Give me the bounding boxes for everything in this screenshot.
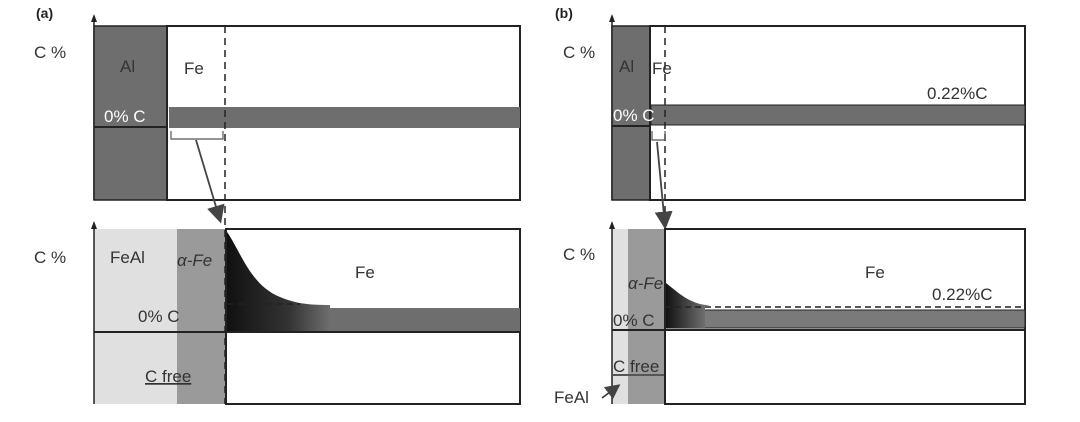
panel-a-tag: (a) <box>36 5 53 21</box>
carbon-label: 0% C <box>104 107 146 126</box>
feal-region <box>612 229 628 404</box>
carbon-band <box>650 104 1026 126</box>
feal-pointer-label: FeAl <box>554 388 589 407</box>
c-free-label: C free <box>613 357 659 376</box>
axis-label: C % <box>34 248 66 267</box>
fe-label: Fe <box>865 263 885 282</box>
axis-label: C % <box>563 43 595 62</box>
axis-arrow-icon <box>91 221 97 229</box>
axis-label: C % <box>34 43 66 62</box>
carbon-band <box>665 309 1026 329</box>
axis-arrow-icon <box>609 14 615 22</box>
panel-b-tag: (b) <box>555 5 573 21</box>
carbon-label: 0% C <box>613 311 655 330</box>
carbon-label: 0% C <box>138 307 180 326</box>
c-free-label: C free <box>145 367 191 386</box>
alpha-fe-label: α-Fe <box>628 274 663 293</box>
axis-label: C % <box>563 245 595 264</box>
feal-label: FeAl <box>110 248 145 267</box>
zoom-arrow <box>654 141 673 230</box>
bracket <box>651 131 666 141</box>
axis-arrow-icon <box>609 221 615 229</box>
panel-a-top: C % Al Fe 0% C <box>34 14 521 224</box>
bracket <box>170 131 224 140</box>
carbon-label: 0% C <box>613 106 655 125</box>
carbon-profile <box>227 232 330 331</box>
al-region <box>611 25 651 201</box>
feal-region <box>94 229 177 404</box>
panel-b-top: C % Al Fe 0.22%C 0% C <box>563 14 1026 230</box>
carbon-profile <box>666 283 710 328</box>
carbon-band <box>169 107 520 128</box>
panel-b-bottom: C % α-Fe Fe 0.22%C 0% C C free FeAl <box>554 221 1026 407</box>
fe-label: Fe <box>652 59 672 78</box>
fe-label: Fe <box>355 263 375 282</box>
panel-b: (b) C % Al Fe 0.22%C 0% C <box>554 5 1026 407</box>
steel-carbon-label: 0.22%C <box>932 285 992 304</box>
alpha-fe-region <box>177 229 226 404</box>
al-label: Al <box>120 57 135 76</box>
zoom-arrow <box>195 139 225 224</box>
feal-pointer-arrow <box>601 384 621 400</box>
axis-arrow-icon <box>91 14 97 22</box>
alpha-fe-label: α-Fe <box>177 251 212 270</box>
steel-carbon-label: 0.22%C <box>927 84 987 103</box>
fe-label: Fe <box>184 59 204 78</box>
al-label: Al <box>619 57 634 76</box>
panel-a-bottom: C % FeAl α-Fe Fe 0% C C free <box>34 221 521 405</box>
panel-a: (a) C % Al Fe 0% C C % <box>34 5 521 405</box>
